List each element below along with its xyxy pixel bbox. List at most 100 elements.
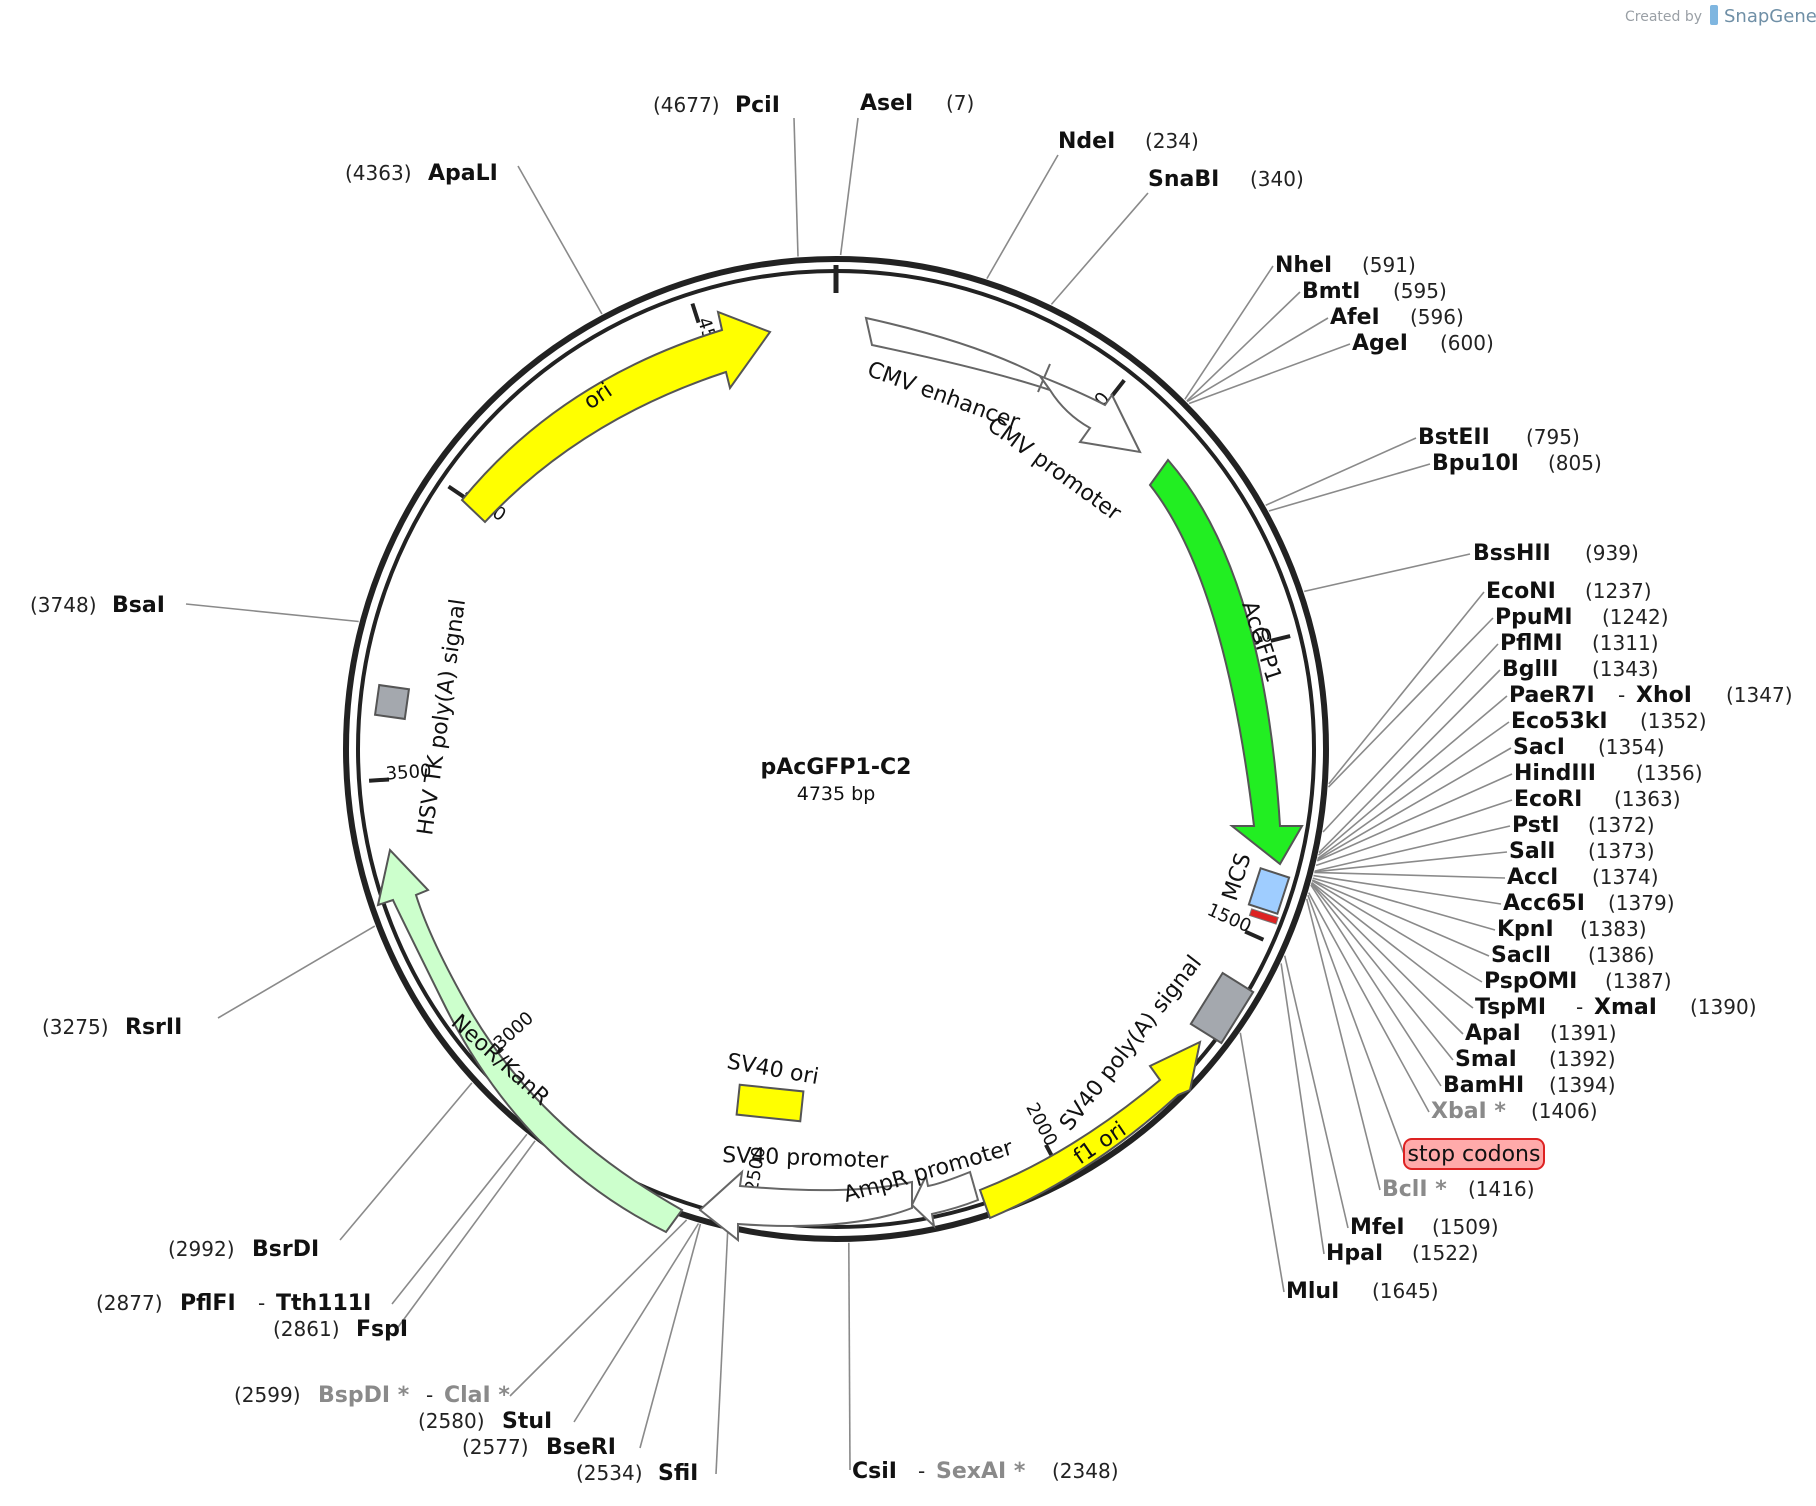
site-bsrdi[interactable]: (2992)BsrDI — [168, 1237, 319, 1262]
feature-hsv-tk-polya[interactable] — [373, 683, 411, 721]
feature-acgfp1[interactable] — [1148, 458, 1304, 866]
svg-text:(1237): (1237) — [1585, 579, 1652, 603]
leader-596 — [1186, 317, 1329, 403]
backbone-ring — [343, 256, 1329, 1242]
plasmid-name: pAcGFP1-C2 — [761, 755, 912, 780]
svg-text:FspI: FspI — [356, 1317, 408, 1342]
site-bspdi-clai[interactable]: (2599)BspDI *-ClaI * — [234, 1383, 510, 1408]
site-apali[interactable]: (4363) ApaLI — [345, 161, 498, 186]
svg-text:-: - — [258, 1291, 265, 1315]
feature-mcs[interactable] — [1247, 867, 1291, 915]
site-smai[interactable]: SmaI(1392) — [1455, 1047, 1616, 1072]
site-saci[interactable]: SacI(1354) — [1513, 735, 1665, 760]
svg-text:(1363): (1363) — [1614, 787, 1681, 811]
site-paer7i-xhoi[interactable]: PaeR7I-XhoI(1347) — [1509, 683, 1793, 708]
site-tspmi-xmai[interactable]: TspMI-XmaI(1390) — [1475, 995, 1757, 1020]
leader-1392 — [1310, 883, 1454, 1061]
site-rsrii[interactable]: (3275)RsrII — [42, 1015, 182, 1040]
svg-text:ApaLI: ApaLI — [428, 161, 498, 186]
site-mlui[interactable]: MluI(1645) — [1286, 1279, 1439, 1304]
svg-text:(1379): (1379) — [1608, 891, 1675, 915]
feature-sv40-polya[interactable] — [1189, 971, 1255, 1045]
svg-text:(1391): (1391) — [1550, 1021, 1617, 1045]
svg-text:HpaI: HpaI — [1326, 1241, 1383, 1266]
site-stui[interactable]: (2580)StuI — [418, 1409, 552, 1434]
site-bmti[interactable]: BmtI(595) — [1302, 279, 1447, 304]
site-pspomi[interactable]: PspOMI(1387) — [1484, 969, 1672, 994]
site-agei[interactable]: AgeI(600) — [1352, 331, 1494, 356]
site-nhei[interactable]: NheI(591) — [1275, 253, 1416, 278]
site-psti[interactable]: PstI(1372) — [1512, 813, 1655, 838]
site-bsai[interactable]: (3748)BsaI — [30, 593, 165, 618]
feature-ampr-promoter[interactable] — [910, 1170, 980, 1229]
snapgene-logo-icon — [1710, 5, 1718, 25]
site-sacii[interactable]: SacII(1386) — [1491, 943, 1655, 968]
site-ecori[interactable]: EcoRI(1363) — [1514, 787, 1681, 812]
svg-text:XmaI: XmaI — [1594, 995, 1657, 1020]
site-pcii[interactable]: (4677)PciI — [653, 93, 780, 118]
svg-text:HindIII: HindIII — [1514, 761, 1596, 786]
svg-text:(1416): (1416) — [1468, 1177, 1535, 1201]
site-bamhi[interactable]: BamHI(1394) — [1443, 1073, 1616, 1098]
site-econi[interactable]: EcoNI (1237) — [1486, 579, 1652, 604]
snapgene-credit[interactable]: Created by SnapGene — [1625, 5, 1816, 27]
feature-ori[interactable] — [460, 310, 772, 524]
site-afei[interactable]: AfeI(596) — [1330, 305, 1464, 330]
site-acc65i[interactable]: Acc65I (1379) — [1503, 891, 1675, 916]
site-hindiii[interactable]: HindIII(1356) — [1514, 761, 1703, 786]
site-eco53ki[interactable]: Eco53kI(1352) — [1511, 709, 1707, 734]
site-bsshii[interactable]: BssHII(939) — [1473, 541, 1639, 566]
site-snabi[interactable]: SnaBI(340) — [1148, 167, 1304, 192]
svg-text:EcoNI: EcoNI — [1486, 579, 1556, 604]
svg-text:(4363): (4363) — [345, 161, 412, 185]
site-xbai[interactable]: XbaI *(1406) — [1431, 1099, 1598, 1124]
leader-340 — [1050, 192, 1149, 305]
leader-1237 — [1328, 591, 1485, 785]
svg-text:(1242): (1242) — [1602, 605, 1669, 629]
site-bglii[interactable]: BglII(1343) — [1502, 657, 1659, 682]
feature-cmv-promoter[interactable] — [1037, 373, 1142, 454]
leader-1242 — [1327, 617, 1494, 788]
site-kpni[interactable]: KpnI(1383) — [1497, 917, 1647, 942]
site-asei[interactable]: AseI(7) — [860, 91, 974, 116]
site-bcli[interactable]: BclI *(1416) — [1382, 1177, 1535, 1202]
tick-label-3500: 3500 — [385, 761, 432, 785]
svg-text:SacI: SacI — [1513, 735, 1565, 760]
feature-sv40-ori[interactable] — [735, 1083, 805, 1123]
leader-1372 — [1314, 825, 1511, 872]
site-sfii[interactable]: (2534)SfiI — [576, 1461, 698, 1486]
feature-sv40-promoter[interactable] — [698, 1169, 913, 1243]
site-acci[interactable]: AccI(1374) — [1507, 865, 1659, 890]
leader-234 — [986, 154, 1059, 279]
svg-text:Acc65I: Acc65I — [1503, 891, 1585, 916]
site-sali[interactable]: SalI(1373) — [1509, 839, 1655, 864]
site-ndei[interactable]: NdeI(234) — [1058, 129, 1199, 154]
svg-text:(2861): (2861) — [273, 1317, 340, 1341]
svg-text:ClaI *: ClaI * — [444, 1383, 510, 1408]
svg-text:BspDI *: BspDI * — [318, 1383, 410, 1408]
site-mfei[interactable]: MfeI(1509) — [1350, 1215, 1499, 1240]
svg-text:Eco53kI: Eco53kI — [1511, 709, 1608, 734]
site-pflmi[interactable]: PflMI(1311) — [1500, 631, 1659, 656]
leader-591 — [1184, 265, 1274, 400]
site-bseri[interactable]: (2577)BseRI — [462, 1435, 616, 1460]
svg-text:(1347): (1347) — [1726, 683, 1793, 707]
site-ppumi[interactable]: PpuMI(1242) — [1495, 605, 1669, 630]
site-csii-sexai[interactable]: CsiI-SexAI *(2348) — [852, 1459, 1119, 1484]
site-bsteii[interactable]: BstEII(795) — [1418, 425, 1580, 450]
svg-text:(3748): (3748) — [30, 593, 97, 617]
site-bpu10i[interactable]: Bpu10I(805) — [1432, 451, 1602, 476]
tick-1500 — [1244, 929, 1265, 942]
feature-f1-ori[interactable] — [978, 1040, 1202, 1220]
site-pflfi-tth111i[interactable]: (2877)PflFI-Tth111I — [96, 1291, 371, 1316]
site-fspi[interactable]: (2861) FspI — [273, 1317, 408, 1342]
site-stop-codons[interactable]: stop codons — [1403, 1138, 1545, 1170]
feature-neor-kanr[interactable] — [376, 847, 684, 1234]
leader-600 — [1188, 343, 1351, 405]
site-hpai[interactable]: HpaI(1522) — [1326, 1241, 1479, 1266]
svg-text:(1394): (1394) — [1549, 1073, 1616, 1097]
site-apai[interactable]: ApaI(1391) — [1465, 1021, 1617, 1046]
svg-text:(596): (596) — [1410, 305, 1464, 329]
svg-text:(1392): (1392) — [1549, 1047, 1616, 1071]
svg-text:(2580): (2580) — [418, 1409, 485, 1433]
